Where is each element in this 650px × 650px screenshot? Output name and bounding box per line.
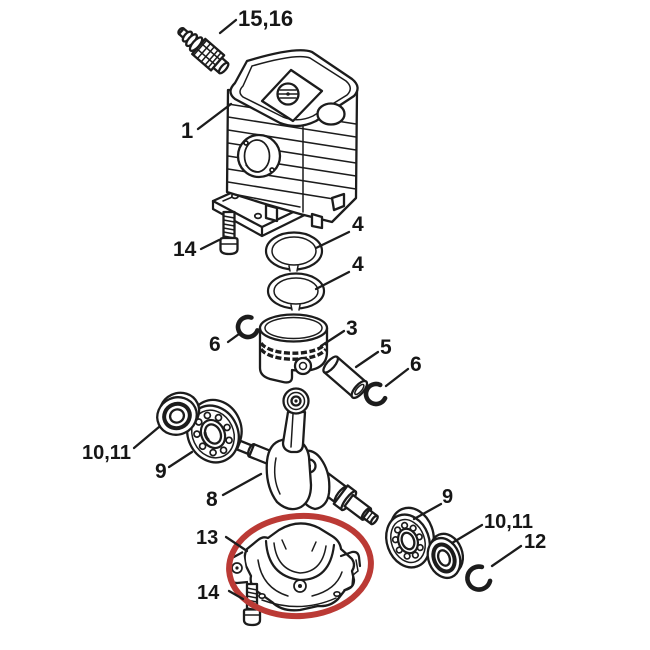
label-bearing-left: 9 bbox=[155, 460, 167, 483]
piston-drawing bbox=[258, 313, 329, 384]
crankshaft-drawing bbox=[234, 387, 379, 526]
label-circlip-right: 6 bbox=[410, 353, 422, 376]
label-crankcase: 13 bbox=[196, 527, 218, 549]
oil-seal-right-drawing bbox=[426, 532, 465, 580]
label-spark-plug: 15,16 bbox=[238, 6, 293, 31]
label-circlip-left: 6 bbox=[209, 333, 221, 356]
label-seal-right: 10,11 bbox=[484, 511, 533, 533]
label-wrist-pin: 5 bbox=[380, 336, 392, 359]
bearing-left-drawing bbox=[186, 398, 243, 464]
label-screw-bottom: 14 bbox=[197, 582, 220, 604]
label-snap-ring: 12 bbox=[524, 531, 546, 553]
callout-labels: 15,16 1 14 4 4 6 3 5 6 10,11 9 8 9 10,11… bbox=[82, 6, 546, 604]
cylinder-screw-drawing bbox=[219, 210, 239, 256]
bearing-right-drawing bbox=[385, 506, 435, 569]
label-piston: 3 bbox=[346, 317, 358, 340]
highlight-ellipse bbox=[226, 512, 374, 620]
label-screw-top: 14 bbox=[173, 238, 197, 261]
piston-ring-top-drawing bbox=[264, 231, 324, 272]
label-bearing-right: 9 bbox=[442, 486, 453, 508]
circlip-left-drawing bbox=[235, 314, 260, 340]
leader-lines bbox=[132, 18, 523, 601]
label-seal-left: 10,11 bbox=[82, 442, 131, 464]
wrist-pin-drawing bbox=[322, 355, 369, 400]
cylinder-drawing bbox=[211, 49, 359, 238]
label-ring-bottom: 4 bbox=[352, 253, 364, 276]
circlip-right-drawing bbox=[363, 381, 388, 407]
label-cylinder: 1 bbox=[181, 118, 193, 143]
label-ring-top: 4 bbox=[352, 213, 364, 236]
snap-ring-drawing bbox=[465, 564, 493, 592]
oil-seal-left-drawing bbox=[156, 391, 201, 436]
label-crankshaft: 8 bbox=[206, 488, 218, 511]
spark-plug-drawing bbox=[177, 27, 230, 75]
piston-ring-bottom-drawing bbox=[266, 272, 326, 311]
crankcase-screw-drawing bbox=[242, 582, 262, 627]
